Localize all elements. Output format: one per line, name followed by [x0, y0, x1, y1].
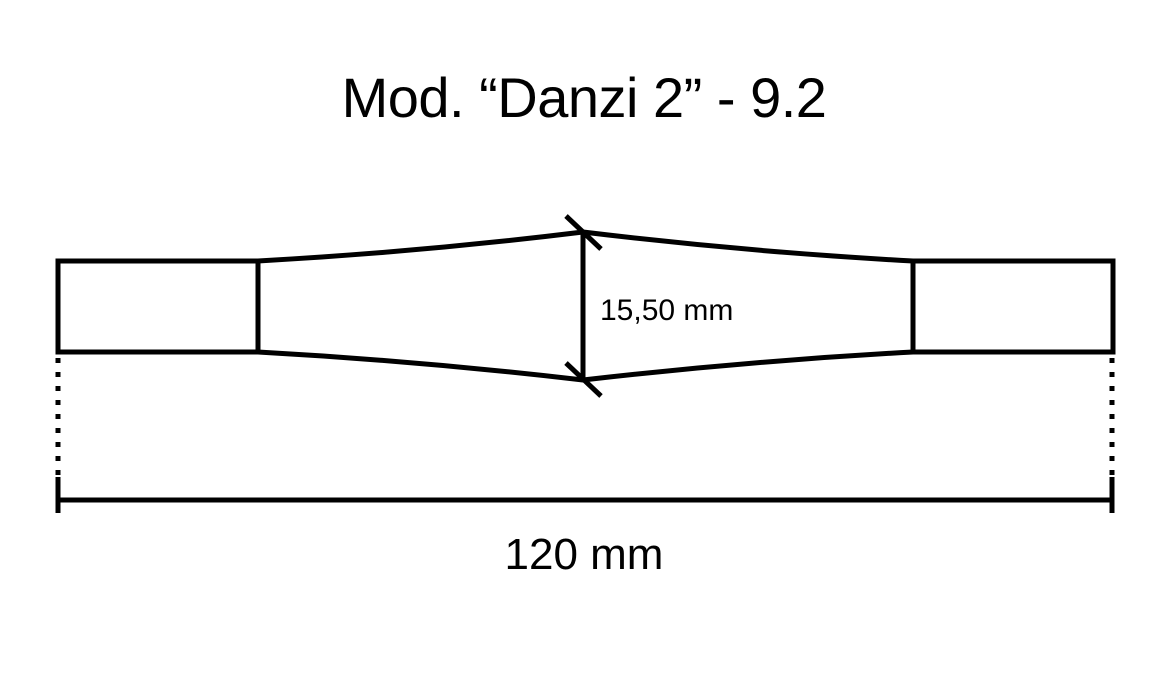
left-block-outline: [55, 258, 261, 355]
height-dimension-tick-bottom: [564, 361, 603, 398]
height-dimension-tick-top: [564, 214, 603, 251]
drawing-title: Mod. “Danzi 2” - 9.2: [342, 66, 827, 129]
right-block-outline: [910, 258, 1116, 355]
length-dimension-label: 120 mm: [505, 530, 664, 579]
height-dimension-label: 15,50 mm: [600, 294, 733, 327]
